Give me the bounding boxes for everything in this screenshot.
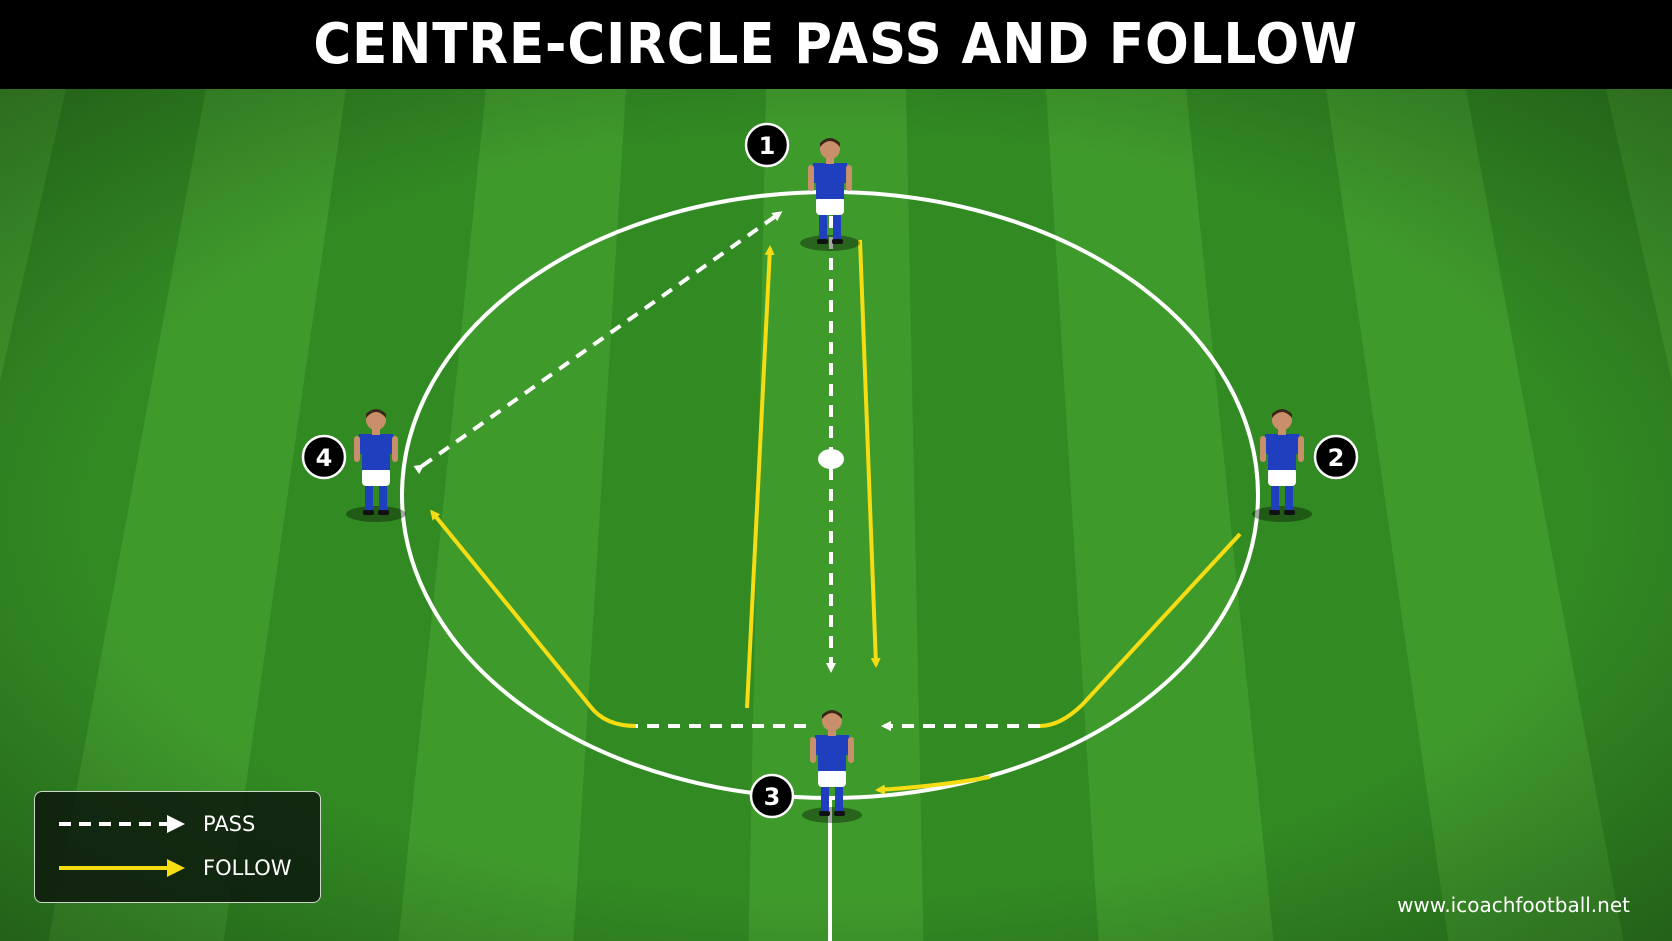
page-title: CENTRE-CIRCLE PASS AND FOLLOW — [313, 12, 1359, 77]
player-badge-3: 3 — [749, 773, 795, 819]
follow-3-to-1 — [745, 245, 775, 709]
players — [346, 138, 1312, 823]
player-badge-4: 4 — [301, 434, 347, 480]
legend-row-pass: PASS — [35, 809, 320, 839]
pass-line-icon — [59, 815, 185, 833]
follow-2-curve — [1039, 532, 1242, 728]
centre-spot — [818, 449, 844, 469]
legend-follow-label: FOLLOW — [203, 856, 292, 880]
player-4-figure — [346, 409, 406, 522]
title-bar: CENTRE-CIRCLE PASS AND FOLLOW — [0, 0, 1672, 89]
follow-3-to-4 — [430, 509, 637, 728]
player-number-1: 1 — [759, 132, 776, 160]
player-number-3: 3 — [764, 783, 781, 811]
player-1-figure — [800, 138, 860, 251]
website-credit: www.icoachfootball.net — [1397, 893, 1630, 917]
player-number-2: 2 — [1328, 444, 1345, 472]
player-2-figure — [1252, 409, 1312, 522]
player-badge-2: 2 — [1313, 434, 1359, 480]
follow-1-to-3 — [858, 239, 881, 668]
player-number-4: 4 — [316, 444, 333, 472]
follow-2-to-3 — [875, 775, 991, 795]
legend-pass-label: PASS — [203, 812, 256, 836]
player-badges: 1 2 3 4 — [301, 122, 1359, 819]
player-3-figure — [802, 710, 862, 823]
follow-line-icon — [59, 859, 185, 877]
pass-routes — [413, 195, 1040, 731]
legend-row-follow: FOLLOW — [35, 853, 320, 883]
follow-routes — [430, 239, 1242, 795]
legend: PASS FOLLOW — [34, 791, 321, 903]
pass-4-to-1 — [413, 211, 783, 475]
player-badge-1: 1 — [744, 122, 790, 168]
